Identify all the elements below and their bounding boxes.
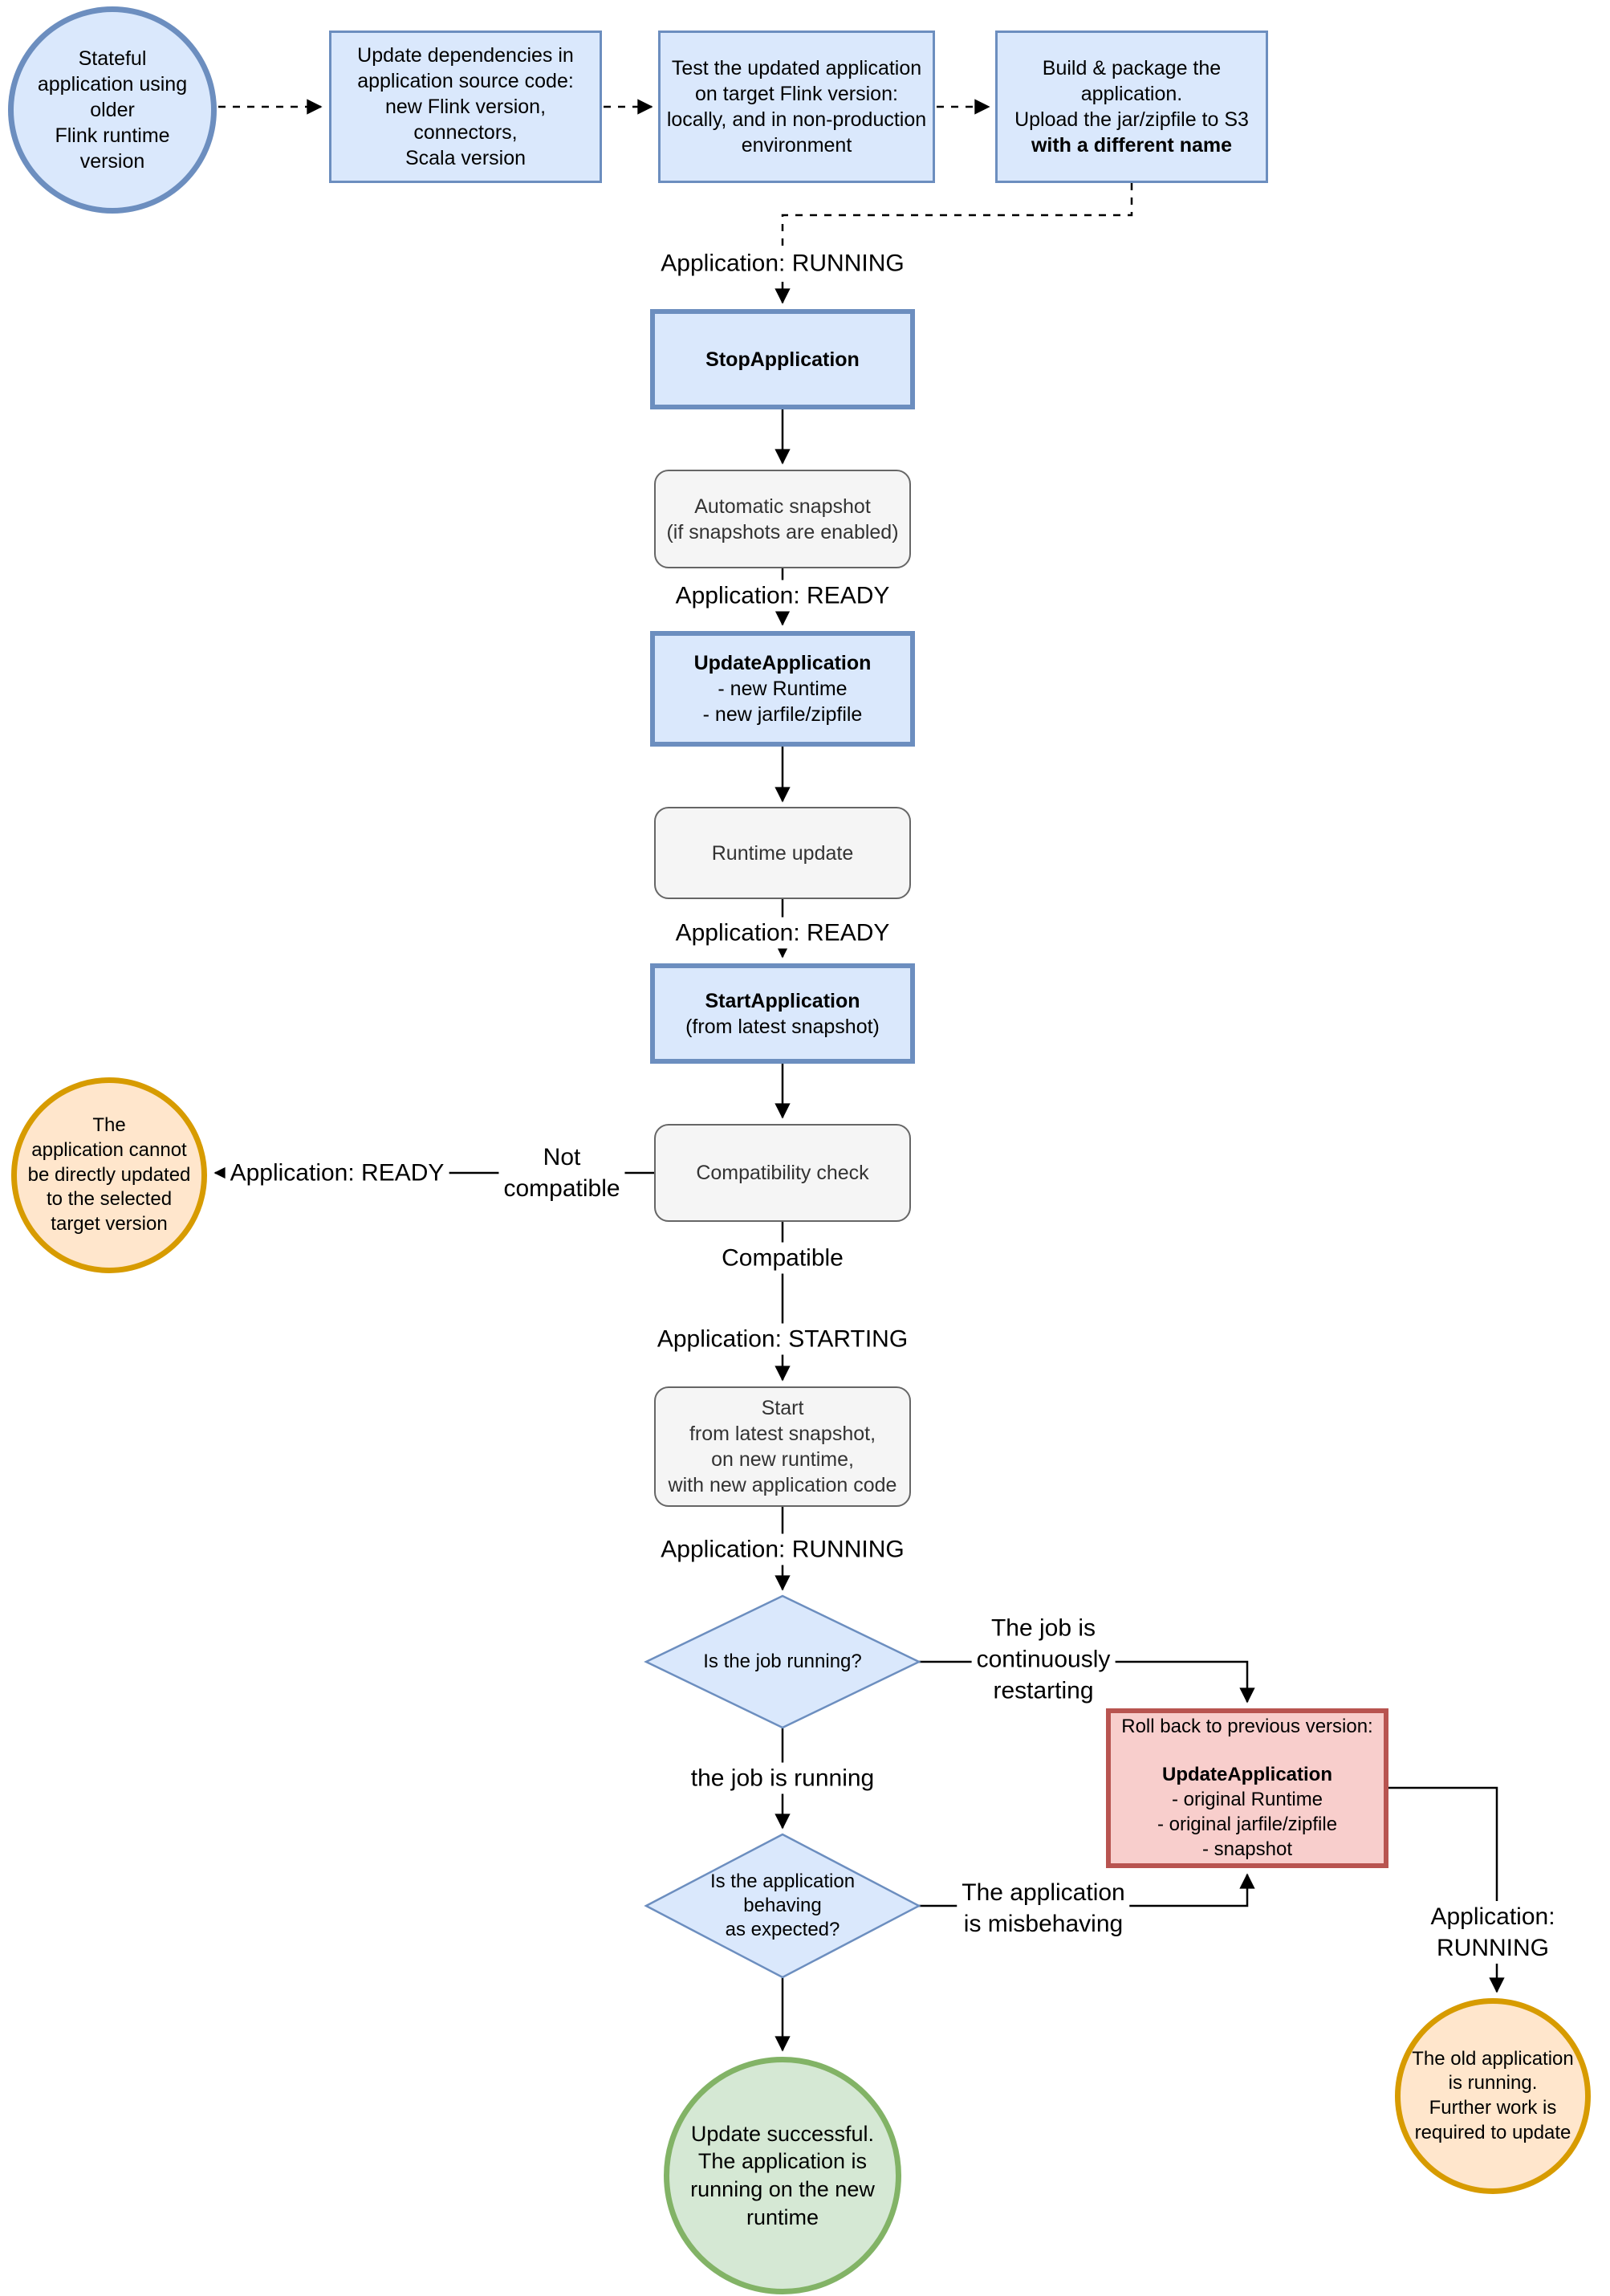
is-app-behaving-text: Is the application behaving as expected? xyxy=(709,1871,856,1940)
build-package-box: Build & package the application. Upload … xyxy=(995,31,1268,183)
start-from-snapshot-box: Start from latest snapshot, on new runti… xyxy=(654,1386,911,1507)
build-package-text: Build & package the application. Upload … xyxy=(1014,57,1249,131)
is-app-behaving-diamond xyxy=(644,1833,921,1979)
cannot-update-circle: The application cannot be directly updat… xyxy=(11,1077,207,1273)
start-application-title: StartApplication xyxy=(705,989,860,1012)
rollback-box: Roll back to previous version: UpdateApp… xyxy=(1106,1708,1388,1868)
stop-application-box: StopApplication xyxy=(650,309,915,409)
label-application-ready-1: Application: READY xyxy=(670,580,895,612)
old-application-circle: The old application is running. Further … xyxy=(1395,1998,1591,2194)
connector-build-to-stop xyxy=(775,183,1133,304)
stop-application-title: StopApplication xyxy=(705,348,860,371)
compatibility-check-box: Compatibility check xyxy=(654,1124,911,1222)
runtime-update-box: Runtime update xyxy=(654,807,911,899)
rollback-title: UpdateApplication xyxy=(1161,1764,1332,1786)
label-application-running-right: Application: RUNNING xyxy=(1425,1901,1560,1964)
label-job-restarting: The job is continuously restarting xyxy=(971,1612,1116,1707)
build-package-bold-text: with a different name xyxy=(1031,134,1233,157)
label-misbehaving: The application is misbehaving xyxy=(957,1877,1130,1940)
rollback-intro: Roll back to previous version: xyxy=(1121,1715,1373,1737)
label-compatible: Compatible xyxy=(717,1242,848,1274)
start-application-details: (from latest snapshot) xyxy=(685,1015,880,1038)
label-application-ready-2: Application: READY xyxy=(670,917,895,949)
label-application-running-top: Application: RUNNING xyxy=(656,247,909,279)
label-application-starting: Application: STARTING xyxy=(652,1323,913,1355)
automatic-snapshot-box: Automatic snapshot (if snapshots are ena… xyxy=(654,470,911,568)
label-job-running: the job is running xyxy=(685,1762,880,1794)
update-application-details: - new Runtime - new jarfile/zipfile xyxy=(702,678,863,726)
update-dependencies-box: Update dependencies in application sourc… xyxy=(329,31,602,183)
test-application-box: Test the updated application on target F… xyxy=(658,31,935,183)
label-application-ready-left: Application: READY xyxy=(225,1157,449,1189)
label-application-running-2: Application: RUNNING xyxy=(656,1533,909,1565)
start-application-box: StartApplication (from latest snapshot) xyxy=(650,963,915,1064)
update-application-title: UpdateApplication xyxy=(693,652,872,674)
rollback-details: - original Runtime - original jarfile/zi… xyxy=(1157,1789,1338,1860)
update-successful-circle: Update successful. The application is ru… xyxy=(664,2057,901,2294)
start-ellipse: Stateful application using older Flink r… xyxy=(8,6,217,214)
label-not-compatible: Not compatible xyxy=(498,1142,625,1204)
update-application-box: UpdateApplication - new Runtime - new ja… xyxy=(650,631,915,747)
is-job-running-text: Is the job running? xyxy=(703,1651,862,1672)
is-job-running-diamond xyxy=(644,1594,921,1729)
